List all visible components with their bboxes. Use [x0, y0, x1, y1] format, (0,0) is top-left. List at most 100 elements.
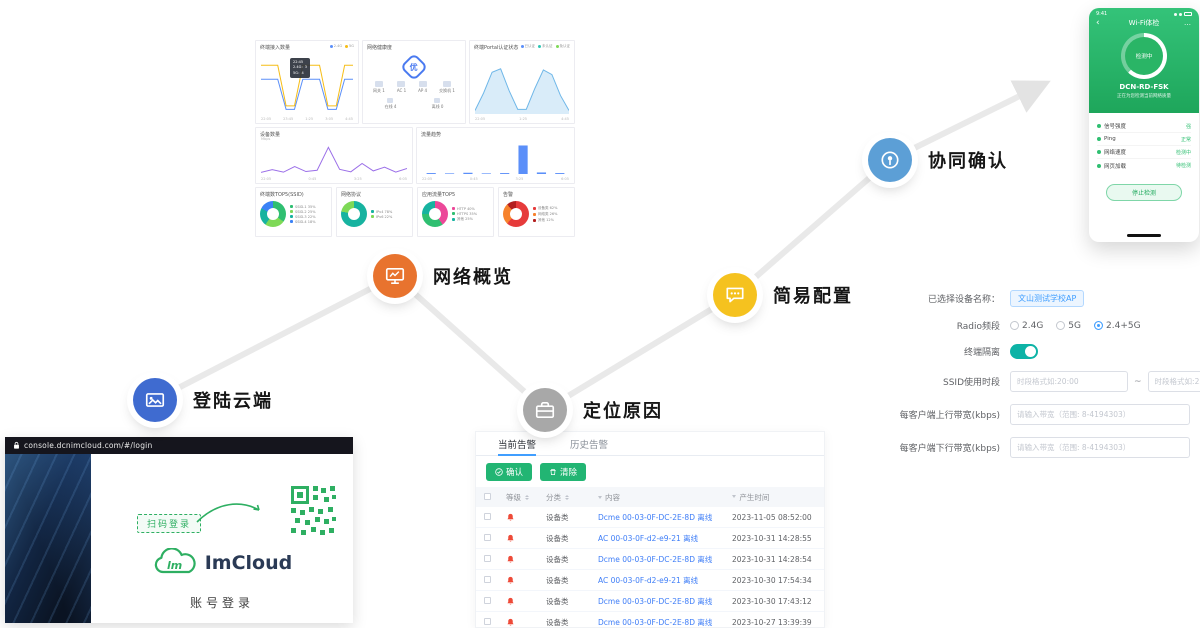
- row-checkbox[interactable]: [484, 512, 491, 520]
- url-text[interactable]: console.dcnimcloud.com/#/login: [24, 441, 153, 450]
- legend-dot: [329, 44, 333, 48]
- panel-title: 终端接入数量: [260, 45, 291, 51]
- phone-header: 9:41 ‹ Wi-Fi体检 … 检测中 DCN-RD-FSK 正在为您检测当前…: [1089, 8, 1199, 113]
- donut-legend: HTTP 40%HTTPS 35%其他 25%: [452, 207, 477, 222]
- alarm-content-link[interactable]: AC 00-03-0F-d2-e9-21 离线: [598, 533, 699, 543]
- mobile-wifi-check-screenshot: 9:41 ‹ Wi-Fi体检 … 检测中 DCN-RD-FSK 正在为您检测当前…: [1089, 8, 1199, 242]
- filter-icon[interactable]: [732, 494, 736, 500]
- uplink-label: 每客户端上行带宽(kbps): [899, 411, 1000, 421]
- alarm-bell-icon: [507, 555, 514, 563]
- time-start-input[interactable]: [1010, 371, 1128, 392]
- panel-title: 应用流量TOP5: [422, 192, 456, 198]
- isolation-row: 终端隔离: [888, 344, 1200, 359]
- cloud-login-screenshot: console.dcnimcloud.com/#/login: [5, 437, 353, 623]
- row-checkbox[interactable]: [484, 575, 491, 583]
- step-circle: [713, 273, 757, 317]
- scan-login-button[interactable]: 扫码登录: [137, 514, 202, 533]
- downlink-bandwidth-input[interactable]: [1010, 437, 1190, 458]
- row-checkbox[interactable]: [484, 617, 491, 625]
- legend-item: HTTPS 35%: [452, 212, 477, 216]
- health-stat: AP 4: [418, 81, 427, 94]
- column-content[interactable]: 内容: [598, 492, 732, 503]
- panel-alarm-donut: 告警 设备类 62%网络类 26%其他 12%: [498, 187, 575, 237]
- alarm-content-link[interactable]: Dcme 00-03-0F-DC-2E-8D 离线: [598, 554, 713, 564]
- step-circle: [523, 388, 567, 432]
- tab-history-alarms[interactable]: 历史告警: [570, 439, 609, 451]
- radio-option-2.4G[interactable]: 2.4G: [1010, 321, 1043, 331]
- radio-option-5G[interactable]: 5G: [1056, 321, 1081, 331]
- row-checkbox[interactable]: [484, 554, 491, 562]
- sort-icon[interactable]: [565, 493, 569, 502]
- detection-gauge: 检测中: [1121, 33, 1167, 79]
- panel-title: 网络健康度: [367, 45, 393, 51]
- alarm-content-link[interactable]: Dcme 00-03-0F-DC-2E-8D 离线: [598, 596, 713, 606]
- isolation-toggle[interactable]: [1010, 344, 1038, 359]
- check-item: 网络速度检测中: [1097, 146, 1191, 159]
- nav-bar: ‹ Wi-Fi体检 …: [1089, 17, 1199, 29]
- donut-legend: 设备类 62%网络类 26%其他 12%: [533, 206, 557, 223]
- online-stats: 在线 4 离线 0: [367, 98, 461, 110]
- tab-current-alarms[interactable]: 当前告警: [498, 432, 537, 456]
- health-stat: 在线 4: [385, 98, 396, 110]
- battery-icon: [1184, 12, 1192, 16]
- login-page-body: 扫码登录 lm ImCloud 账号登录: [5, 454, 353, 623]
- clear-button[interactable]: 清除: [540, 463, 587, 481]
- filter-icon[interactable]: [598, 496, 602, 501]
- target-pin-icon: [881, 151, 899, 169]
- legend-item: IPv4 78%: [371, 210, 392, 214]
- step-collaborative-confirm: 协同确认: [868, 138, 1008, 182]
- time-end-input[interactable]: [1147, 371, 1200, 392]
- account-login-title: 账号登录: [189, 596, 254, 610]
- step-circle: [868, 138, 912, 182]
- confirm-button[interactable]: 确认: [486, 463, 533, 481]
- panel-ssid-top5: 终端数TOP5(SSID) SSID-1 35%SSID-2 25%SSID-3…: [255, 187, 332, 237]
- back-icon[interactable]: ‹: [1096, 18, 1100, 28]
- isolation-label: 终端隔离: [963, 348, 1000, 358]
- alarm-content-link[interactable]: AC 00-03-0F-d2-e9-21 离线: [598, 575, 699, 585]
- row-checkbox[interactable]: [484, 533, 491, 541]
- legend-dot: [538, 45, 541, 48]
- step-label: 网络概览: [433, 267, 513, 288]
- alarm-content-link[interactable]: Dcme 00-03-0F-DC-2E-8D 离线: [598, 512, 713, 522]
- tilde-separator: ~: [1134, 376, 1142, 387]
- gauge-text: 检测中: [1135, 54, 1153, 60]
- uplink-bandwidth-input[interactable]: [1010, 404, 1190, 425]
- step-label: 定位原因: [583, 401, 663, 422]
- alarm-bell-icon: [507, 618, 514, 626]
- panel-title: 终端数TOP5(SSID): [260, 192, 304, 198]
- downlink-row: 每客户端下行带宽(kbps): [888, 437, 1200, 458]
- photo-icon: [145, 393, 165, 407]
- row-checkbox[interactable]: [484, 596, 491, 604]
- radio-option-2.4+5G[interactable]: 2.4+5G: [1094, 321, 1141, 331]
- step-circle: [133, 378, 177, 422]
- column-level[interactable]: 等级: [506, 492, 546, 503]
- radio-band-group: 2.4G 5G 2.4+5G: [1010, 321, 1154, 331]
- alarm-bell-icon: [507, 534, 514, 542]
- sort-icon[interactable]: [525, 493, 529, 502]
- column-category[interactable]: 分类: [546, 492, 598, 503]
- detection-caption: 正在为您检测当前网络质量: [1117, 94, 1171, 99]
- alarm-content-link[interactable]: Dcme 00-03-0F-DC-2E-8D 离线: [598, 617, 713, 627]
- ssid-donut-chart: [260, 201, 286, 227]
- brand-name: ImCloud: [204, 552, 293, 574]
- chart-legend: 已认证 未认证 免认证: [520, 44, 570, 49]
- step-circle: [373, 254, 417, 298]
- stop-detection-button[interactable]: 停止检测: [1106, 184, 1182, 201]
- select-all-checkbox[interactable]: [484, 492, 491, 500]
- check-item: 信号强度强: [1097, 120, 1191, 133]
- column-time[interactable]: 产生时间: [732, 492, 816, 503]
- briefcase-icon: [535, 402, 555, 418]
- health-stat: 离线 0: [432, 98, 443, 110]
- more-icon[interactable]: …: [1184, 19, 1192, 27]
- alarm-bell-icon: [507, 576, 514, 584]
